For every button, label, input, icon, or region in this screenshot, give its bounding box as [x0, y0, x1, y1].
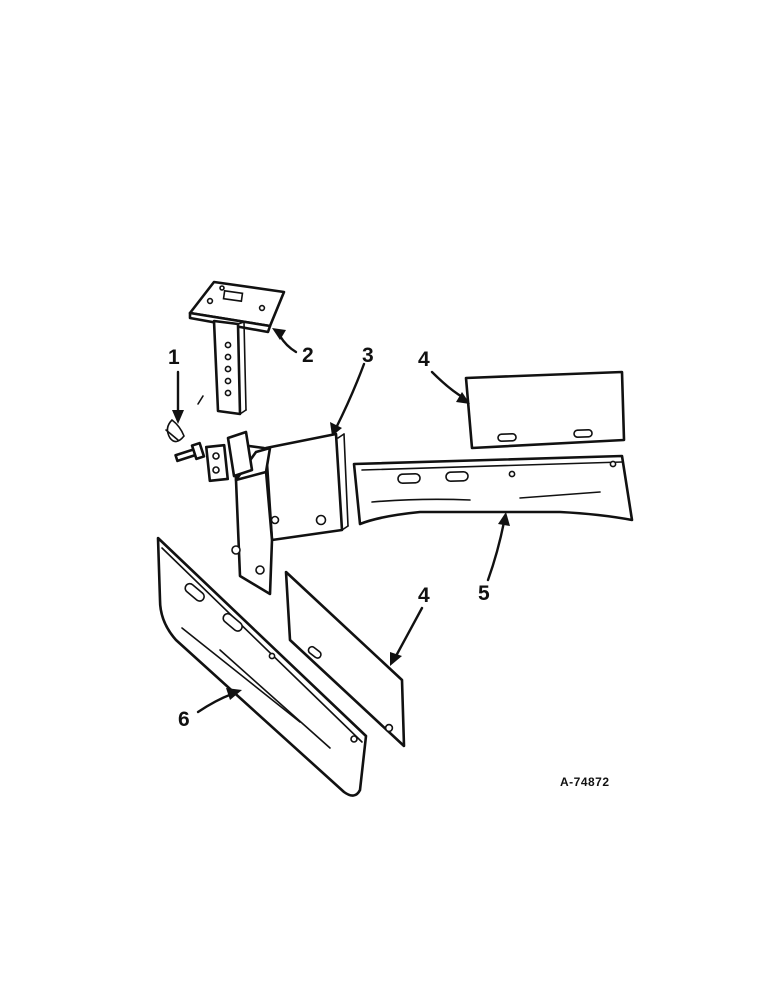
blade: [156, 536, 368, 797]
mounting-bracket: [188, 280, 286, 416]
pin-and-clip: [165, 418, 206, 463]
callout-5: 5: [478, 582, 490, 605]
callout-6: 6: [178, 708, 190, 731]
support-arm: [204, 430, 349, 596]
shim-plate-upper: [464, 370, 626, 450]
callout-4-upper: 4: [418, 348, 430, 371]
callout-4-lower: 4: [418, 584, 430, 607]
callout-1: 1: [168, 346, 180, 369]
reference-number: A-74872: [560, 775, 610, 789]
leader-lines: [172, 328, 510, 714]
moldboard-extension: [352, 454, 634, 526]
callout-2: 2: [302, 344, 314, 367]
shim-plate-lower: [284, 570, 406, 748]
callout-3: 3: [362, 344, 374, 367]
